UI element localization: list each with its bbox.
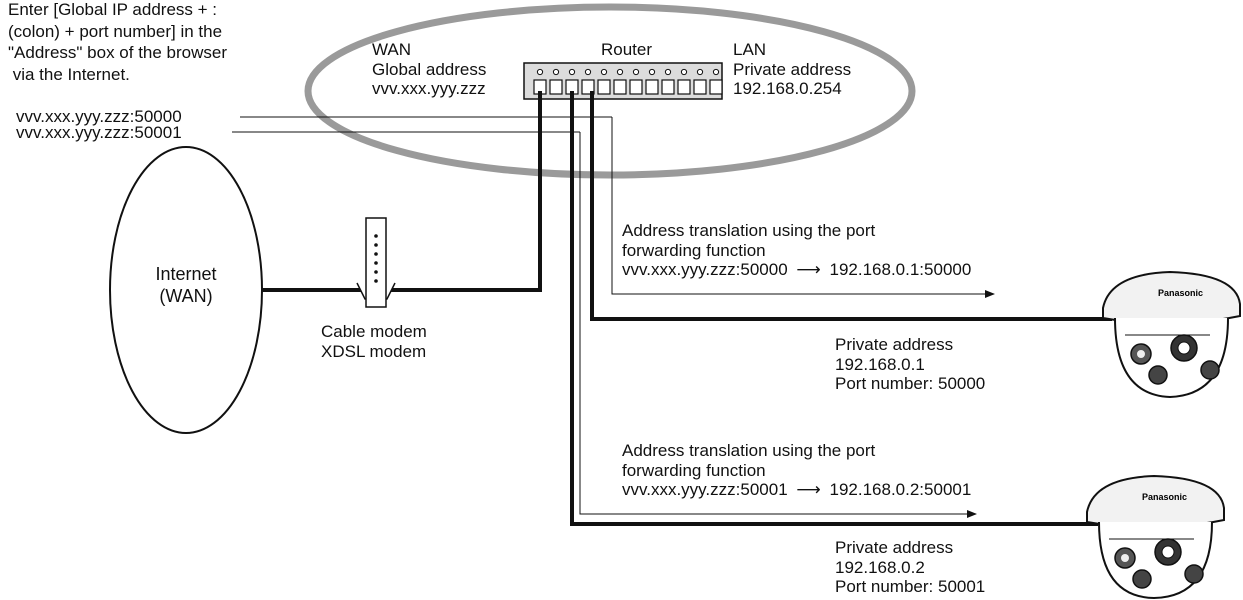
port-forward-2-source: vvv.xxx.yyy.zzz:50001: [622, 480, 788, 499]
router-label: Router: [601, 40, 653, 59]
port-forward-1-line-1: Address translation using the port: [622, 221, 876, 240]
dome-camera-2-icon: Panasonic: [1086, 474, 1225, 600]
camera-2-ip: 192.168.0.2: [835, 557, 925, 577]
port-forward-2-mapping: vvv.xxx.yyy.zzz:50001 ⟶ 192.168.0.2:5000…: [622, 480, 971, 500]
wan-url-50001: vvv.xxx.yyy.zzz:50001: [16, 123, 182, 142]
port-forward-note-1: Address translation using the port forwa…: [622, 221, 971, 280]
camera-2-port: Port number: 50001: [835, 577, 986, 596]
port-forward-2-line-1: Address translation using the port: [622, 441, 876, 460]
camera-1-private-address-label: Private address: [835, 335, 954, 354]
instruction-line-3: "Address" box of the browser: [8, 43, 228, 62]
instruction-line-1: Enter [Global IP address + :: [8, 0, 217, 19]
browser-instruction: Enter [Global IP address + : (colon) + p…: [8, 0, 227, 85]
lan-private-address-value: 192.168.0.254: [733, 79, 842, 98]
port-forward-1-arrow: ⟶: [796, 260, 821, 279]
dome-camera-1-icon: Panasonic: [1102, 270, 1241, 399]
port-forward-1-line-2: forwarding function: [622, 240, 766, 260]
modem-label-line-2: XDSL modem: [321, 341, 427, 361]
camera-2-brand: Panasonic: [1142, 492, 1187, 502]
forward-arrow-50001: [579, 132, 977, 518]
modem-label-line-1: Cable modem: [321, 322, 427, 341]
port-forward-2-target: 192.168.0.2:50001: [829, 480, 972, 499]
camera-1-ip: 192.168.0.1: [835, 354, 925, 374]
instruction-line-2: (colon) + port number] in the: [8, 21, 223, 41]
internet-label: Internet (WAN): [126, 263, 246, 307]
router-status-leds: [536, 68, 720, 76]
port-forward-2-arrow: ⟶: [796, 480, 821, 499]
port-forward-2-line-2: forwarding function: [622, 460, 766, 480]
modem-icon: [356, 217, 396, 308]
lan-cable-camera-2: [570, 91, 1098, 526]
wan-global-address-label: Global address: [372, 59, 487, 79]
wan-global-address-value: vvv.xxx.yyy.zzz: [372, 79, 486, 98]
wan-title: WAN: [372, 40, 412, 59]
modem-label: Cable modem XDSL modem: [321, 322, 427, 361]
internet-label-line-2: (WAN): [159, 286, 213, 306]
instruction-line-4: via the Internet.: [8, 64, 130, 84]
camera-1-brand: Panasonic: [1158, 288, 1203, 298]
lan-label: LAN Private address 192.168.0.254: [733, 40, 851, 99]
forward-arrow-50000: [611, 117, 995, 298]
lan-private-address-label: Private address: [733, 59, 852, 79]
wan-label: WAN Global address vvv.xxx.yyy.zzz: [372, 40, 486, 99]
internet-label-line-1: Internet: [155, 264, 217, 284]
lan-title: LAN: [733, 40, 767, 59]
wan-url-50000: vvv.xxx.yyy.zzz:50000: [16, 107, 182, 126]
port-forward-1-mapping: vvv.xxx.yyy.zzz:50000 ⟶ 192.168.0.1:5000…: [622, 260, 971, 280]
camera-1-port: Port number: 50000: [835, 374, 986, 393]
router-highlight-ellipse: [304, 3, 916, 179]
router-icon: [523, 62, 723, 100]
port-forward-note-2: Address translation using the port forwa…: [622, 441, 971, 500]
port-forward-1-target: 192.168.0.1:50000: [829, 260, 972, 279]
camera-2-private-address-label: Private address: [835, 538, 954, 557]
camera-1-info: Private address 192.168.0.1 Port number:…: [835, 335, 985, 394]
lan-cable-camera-1: [590, 91, 1112, 321]
wan-cable: [262, 91, 542, 292]
camera-2-info: Private address 192.168.0.2 Port number:…: [835, 538, 985, 597]
port-forward-1-source: vvv.xxx.yyy.zzz:50000: [622, 260, 788, 279]
